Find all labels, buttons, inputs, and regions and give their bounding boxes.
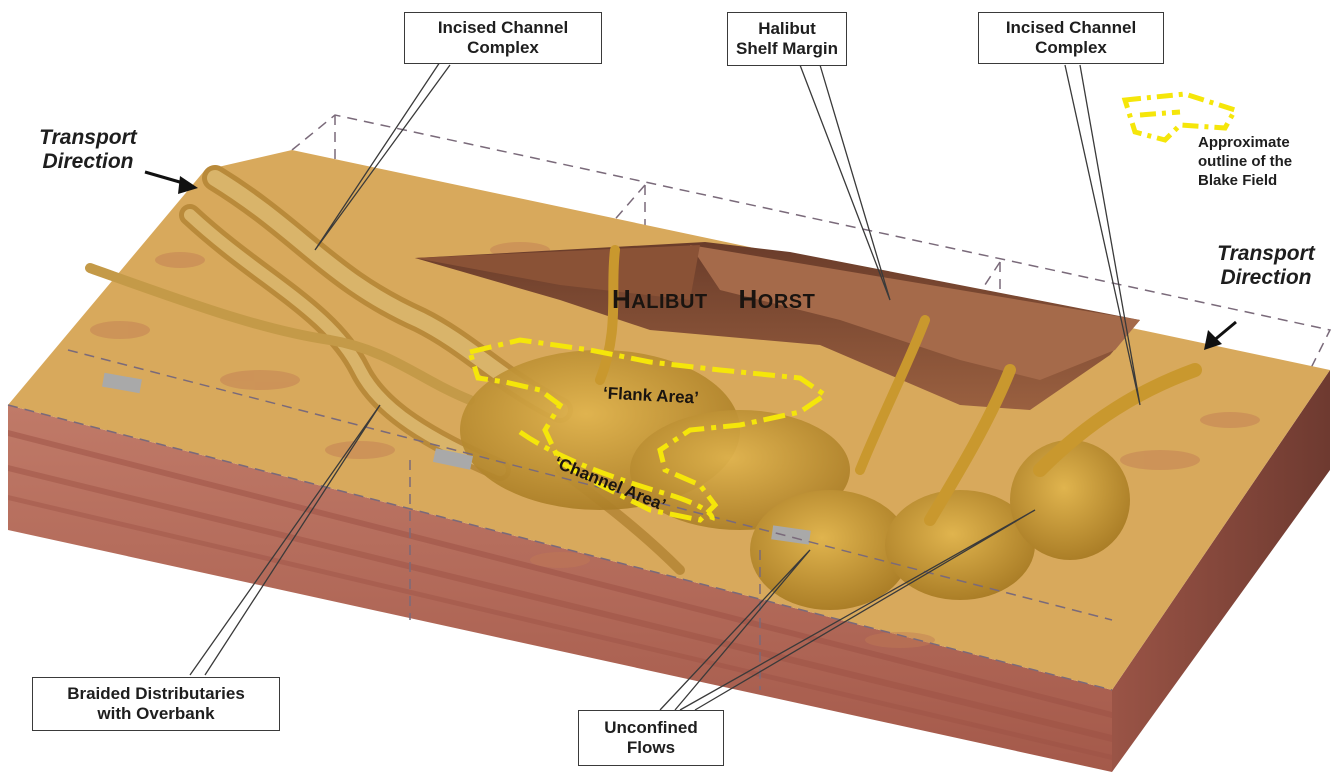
horst-word2-initial: H (739, 284, 758, 314)
incised-channel-right-line1: Incised Channel (1006, 18, 1136, 38)
halibut-shelf-margin-callout: Halibut Shelf Margin (727, 12, 847, 66)
incised-channel-right-line2: Complex (1035, 38, 1107, 58)
incised-channel-left-line1: Incised Channel (438, 18, 568, 38)
halibut-horst-label: HALIBUT HORST (612, 284, 815, 315)
transport-direction-right: Transport Direction (1196, 242, 1336, 290)
transport-right-line1: Transport (1196, 242, 1336, 266)
incised-channel-callout-left: Incised Channel Complex (404, 12, 602, 64)
unconfined-flows-callout: Unconfined Flows (578, 710, 724, 766)
legend-line3: Blake Field (1198, 171, 1292, 190)
legend-line1: Approximate (1198, 133, 1292, 152)
horst-word1-initial: H (612, 284, 631, 314)
halibut-shelf-margin-line2: Shelf Margin (736, 39, 838, 59)
transport-right-line2: Direction (1196, 266, 1336, 290)
incised-channel-callout-right: Incised Channel Complex (978, 12, 1164, 64)
unconfined-flows-line1: Unconfined (604, 718, 698, 738)
horst-word1-rest: ALIBUT (631, 291, 707, 313)
transport-left-line1: Transport (18, 126, 158, 150)
legend-line2: outline of the (1198, 152, 1292, 171)
braided-distributaries-line1: Braided Distributaries (67, 684, 245, 704)
horst-word2-rest: ORST (758, 291, 816, 313)
blake-field-legend: Approximate outline of the Blake Field (1198, 133, 1292, 190)
braided-distributaries-callout: Braided Distributaries with Overbank (32, 677, 280, 731)
transport-left-line2: Direction (18, 150, 158, 174)
transport-direction-left: Transport Direction (18, 126, 158, 174)
halibut-shelf-margin-line1: Halibut (758, 19, 816, 39)
incised-channel-left-line2: Complex (467, 38, 539, 58)
transport-arrow-right (1204, 322, 1236, 350)
unconfined-flows-line2: Flows (627, 738, 675, 758)
braided-distributaries-line2: with Overbank (97, 704, 214, 724)
